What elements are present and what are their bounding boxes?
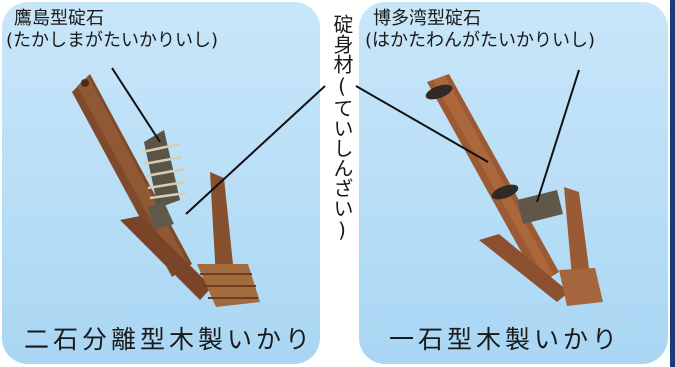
left-stone-label: 鷹島型碇石 <box>14 8 104 29</box>
center-term: 碇身材 <box>330 14 354 74</box>
rope-binding <box>141 142 187 200</box>
one-stone-anchor-photo <box>425 69 603 306</box>
right-caption: 一石型木製いかり <box>389 325 622 354</box>
left-stone-reading: (たかしまがたいかりいし) <box>6 30 219 51</box>
left-panel: 鷹島型碇石 (たかしまがたいかりいし) 二石分離型木製いかり <box>2 2 320 364</box>
right-stone-reading: (はかたわんがたいかりいし) <box>365 30 596 51</box>
leader-line-left <box>111 67 161 143</box>
stone-lower <box>148 202 174 230</box>
center-term-reading: (ていしんざい) <box>330 74 354 242</box>
right-stone-label: 博多湾型碇石 <box>373 8 481 29</box>
center-term-label: 碇身材(ていしんざい) <box>327 14 354 242</box>
frame-edge <box>670 0 675 367</box>
left-caption: 二石分離型木製いかり <box>24 325 315 354</box>
anchor-crown <box>559 268 603 306</box>
right-panel: 博多湾型碇石 (はかたわんがたいかりいし) 一石型木製いかり <box>359 2 668 364</box>
leader-line-right <box>536 69 580 203</box>
anchor-arm-left <box>479 234 569 302</box>
anchor-arm-right <box>210 172 234 278</box>
anchor-arm-left <box>120 216 212 300</box>
anchor-arm-right <box>564 187 591 288</box>
stone-bar <box>517 190 563 224</box>
collar-ring-bottom <box>491 184 519 200</box>
two-stone-anchor-photo <box>72 67 260 307</box>
